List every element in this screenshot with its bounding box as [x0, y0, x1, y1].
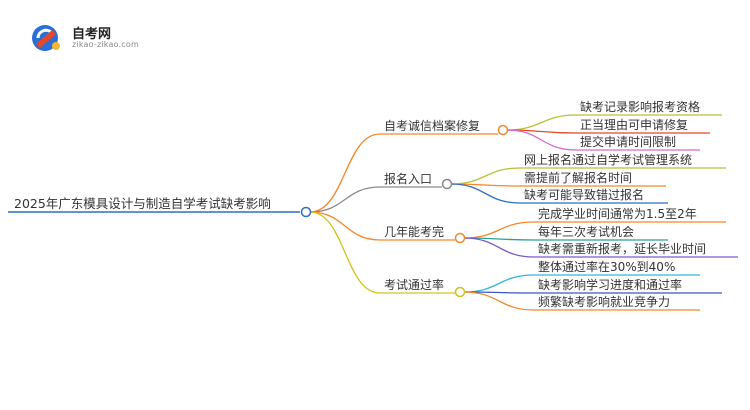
root-branch-connector: [309, 133, 381, 213]
branch-dot: [454, 232, 466, 244]
branch-dot: [441, 178, 453, 190]
logo-subtitle: zikao-zikao.com: [72, 40, 139, 49]
branch-leaf-connector: [463, 291, 535, 311]
leaf-label: 缺考可能导致错过报名: [524, 187, 644, 202]
leaf-label: 缺考需重新报考，延长毕业时间: [538, 241, 706, 256]
leaf-node: 缺考记录影响报考资格: [576, 99, 722, 116]
branch-leaf-connector: [450, 167, 521, 185]
branch-label: 考试通过率: [384, 277, 444, 292]
leaf-label: 网上报名通过自学考试管理系统: [524, 152, 692, 167]
leaf-node: 正当理由可申请修复: [576, 117, 710, 134]
leaf-node: 提交申请时间限制: [576, 134, 700, 151]
branch-leaf-connector: [463, 274, 535, 293]
root-branch-connector: [309, 211, 381, 241]
leaf-label: 提交申请时间限制: [580, 134, 676, 149]
leaf-node: 频繁缺考影响就业竞争力: [534, 294, 700, 311]
branch-dot: [454, 286, 466, 298]
leaf-node: 整体通过率在30%到40%: [534, 259, 700, 276]
leaf-label: 每年三次考试机会: [538, 224, 634, 239]
leaf-node: 完成学业时间通常为1.5至2年: [534, 206, 726, 223]
root-branch-connector: [309, 211, 381, 294]
site-logo: 自考网 zikao-zikao.com: [30, 22, 150, 54]
root-node: 2025年广东模具设计与制造自学考试缺考影响: [8, 196, 312, 218]
root-dot: [300, 206, 312, 218]
root-branch-connector: [309, 186, 381, 213]
leaf-node: 网上报名通过自学考试管理系统: [520, 152, 726, 169]
leaf-label: 缺考记录影响报考资格: [580, 99, 700, 114]
leaf-label: 缺考影响学习进度和通过率: [538, 277, 682, 292]
leaf-label: 整体通过率在30%到40%: [538, 259, 675, 274]
branch-node: 考试通过率: [380, 277, 466, 298]
leaf-label: 频繁缺考影响就业竞争力: [538, 294, 670, 309]
branch-dot: [497, 124, 509, 136]
leaf-node: 缺考影响学习进度和通过率: [534, 277, 722, 294]
leaf-label: 需提前了解报名时间: [524, 170, 632, 185]
branch-label: 几年能考完: [384, 224, 444, 239]
logo-title: 自考网: [72, 27, 112, 42]
leaf-node: 需提前了解报名时间: [520, 170, 666, 187]
leaf-node: 每年三次考试机会: [534, 224, 668, 241]
branch-node: 几年能考完: [380, 224, 466, 244]
branch-node: 报名入口: [380, 171, 453, 190]
branch-leaf-connector: [450, 183, 521, 204]
branch-label: 报名入口: [384, 171, 432, 186]
logo-mark-icon: [32, 25, 60, 51]
leaf-node: 缺考可能导致错过报名: [520, 187, 668, 204]
root-label: 2025年广东模具设计与制造自学考试缺考影响: [14, 196, 271, 211]
branch-label: 自考诚信档案修复: [384, 118, 480, 133]
branch-leaf-connector: [463, 237, 535, 258]
leaf-label: 完成学业时间通常为1.5至2年: [538, 206, 697, 221]
leaf-node: 缺考需重新报考，延长毕业时间: [534, 241, 738, 258]
branch-leaf-connector: [463, 221, 535, 239]
branch-leaf-connector: [506, 129, 577, 151]
branch-leaf-connector: [506, 114, 577, 131]
leaf-label: 正当理由可申请修复: [580, 117, 688, 132]
branch-node: 自考诚信档案修复: [380, 118, 509, 136]
mind-map-connectors: [309, 114, 577, 311]
